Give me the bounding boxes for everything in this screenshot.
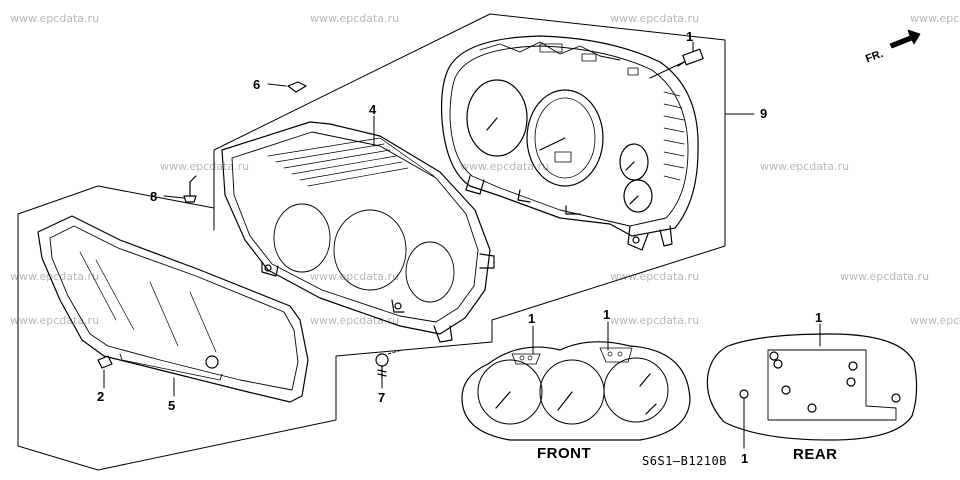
watermark: www.epcdata.ru xyxy=(310,270,400,283)
watermark: www.epcdata.ru xyxy=(10,314,100,327)
callout-1: 1 xyxy=(686,29,694,44)
watermark: www.epcdata.ru xyxy=(840,270,930,283)
watermark: www.epcdata.ru xyxy=(610,314,700,327)
rear-view-label: REAR xyxy=(793,446,838,463)
front-direction-arrow-icon xyxy=(889,29,921,49)
watermark: www.epcdata.ru xyxy=(10,270,100,283)
rear-view-drawing xyxy=(706,323,918,449)
callout-6: 6 xyxy=(253,77,261,92)
watermark: www.epcdata.ru xyxy=(160,160,250,173)
callout-1-front-left: 1 xyxy=(528,311,536,326)
watermark: www.epcdata.ru xyxy=(760,160,850,173)
meter-assembly xyxy=(440,35,699,251)
callout-1-front-right: 1 xyxy=(603,307,611,322)
watermark: www.epcdata.ru xyxy=(910,314,960,327)
callout-1-rear-top: 1 xyxy=(815,310,823,325)
meter-lens xyxy=(37,215,309,403)
bulb-socket-part-1 xyxy=(677,41,704,67)
callout-9: 9 xyxy=(760,106,768,121)
clip-part-6 xyxy=(267,81,307,93)
front-view-label: FRONT xyxy=(537,445,592,462)
watermark: www.epcdata.ru xyxy=(310,12,400,25)
assembly-boundary xyxy=(17,13,726,471)
callout-7: 7 xyxy=(378,390,386,405)
screw-part-8 xyxy=(163,175,197,203)
watermark: www.epcdata.ru xyxy=(610,270,700,283)
callout-5: 5 xyxy=(168,398,176,413)
callout-2: 2 xyxy=(97,389,105,404)
callout-4: 4 xyxy=(369,102,377,117)
diagram-code: S6S1–B1210B xyxy=(642,454,727,468)
callout-1-rear-bottom: 1 xyxy=(741,451,749,466)
front-view-drawing xyxy=(461,321,691,441)
callout-8: 8 xyxy=(150,189,158,204)
bulb-part-2 xyxy=(97,355,113,389)
watermark: www.epcdata.ru xyxy=(460,160,550,173)
screw-part-7 xyxy=(375,349,403,389)
watermark: www.epcdata.ru xyxy=(10,12,100,25)
watermark: www.epcdata.ru xyxy=(910,12,960,25)
watermark: www.epcdata.ru xyxy=(610,12,700,25)
meter-case xyxy=(221,115,495,343)
